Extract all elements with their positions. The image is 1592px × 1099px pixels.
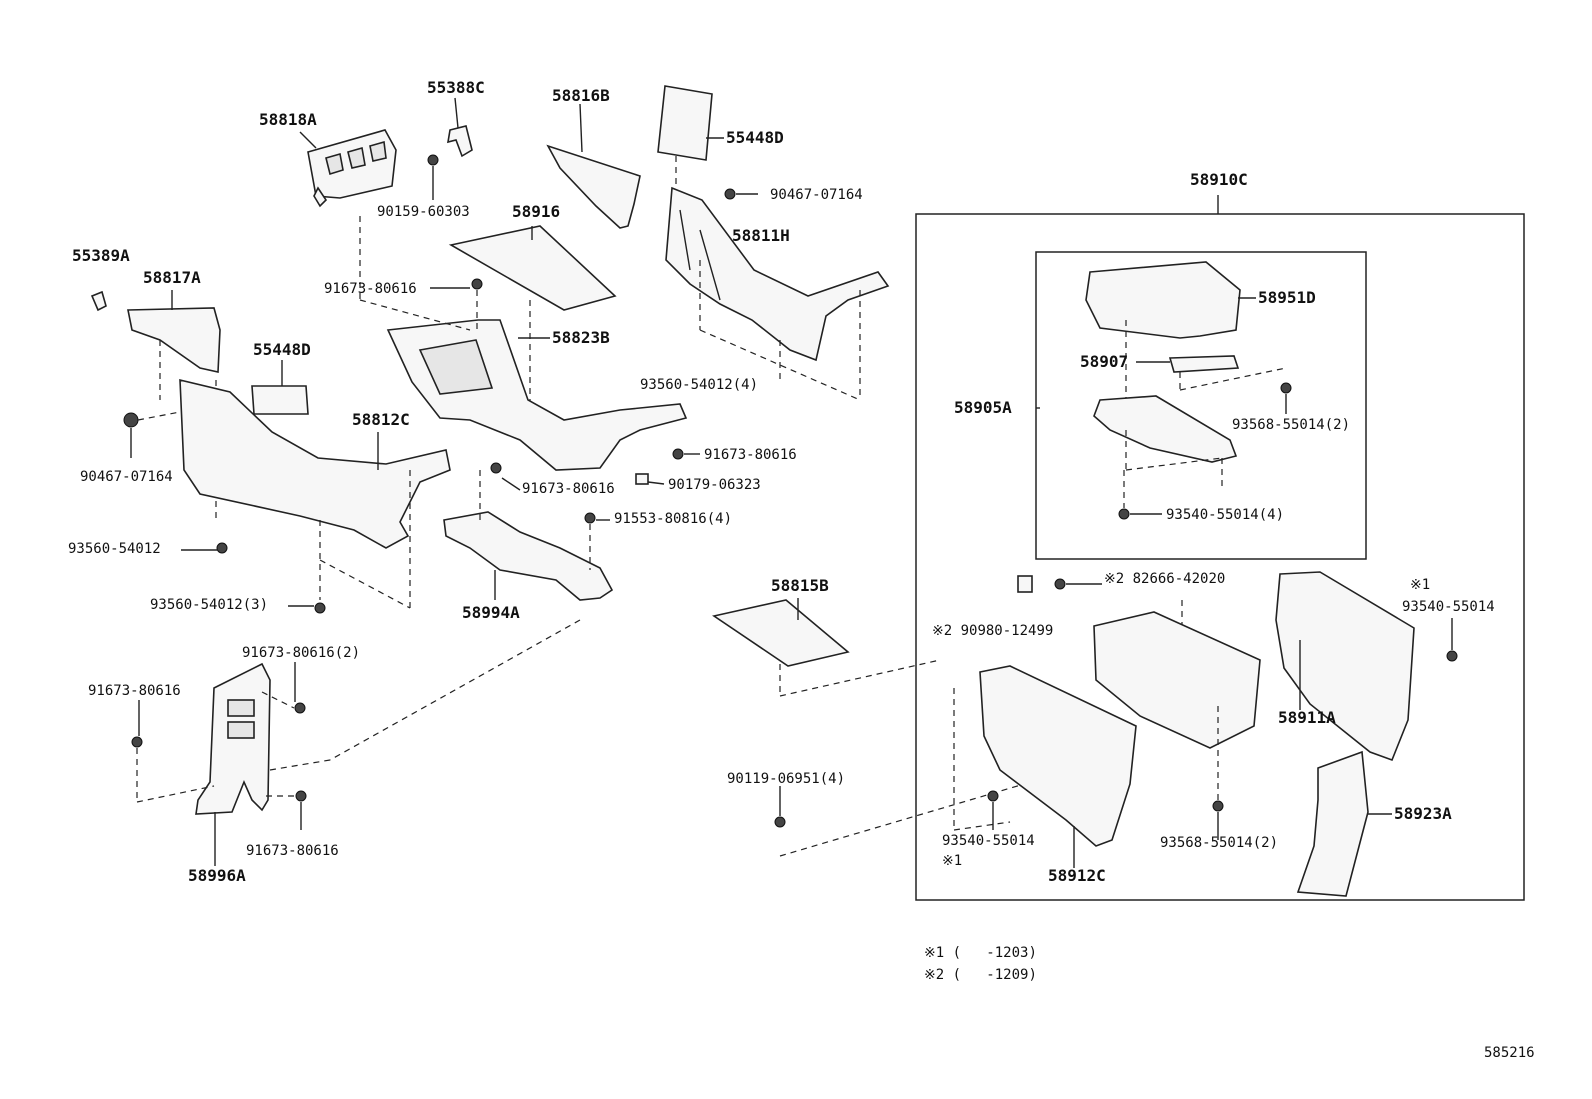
label-55388C: 55388C (427, 78, 485, 97)
label-58817A: 58817A (143, 268, 201, 287)
label-93568-55014-2-bottom: 93568-55014(2) (1160, 835, 1279, 851)
assembly-frame-58910C (915, 213, 1525, 901)
label-93560-54012-3: 93560-54012(3) (150, 597, 269, 613)
part-58912C-side-panel (979, 665, 1137, 847)
part-58815B-mat (712, 599, 850, 667)
label-58911A: 58911A (1278, 708, 1336, 727)
label-82666-42020: ※2 82666-42020 (1104, 571, 1226, 587)
footnote-2: ※2 ( -1209) (924, 967, 1037, 983)
part-58811H-side-panel (665, 186, 890, 362)
label-55448D-left: 55448D (253, 340, 311, 359)
label-58923A: 58923A (1394, 804, 1452, 823)
part-58916-mat (448, 225, 617, 311)
label-91673-80616-d: 91673-80616 (88, 683, 181, 699)
label-91673-80616-2: 91673-80616(2) (242, 645, 361, 661)
part-58905A-inner-base (1093, 395, 1238, 463)
part-58911A-side-panel (1275, 571, 1415, 762)
label-93540-55014-right: 93540-55014 (1402, 599, 1495, 615)
label-93560-54012-4: 93560-54012(4) (640, 377, 759, 393)
label-91673-80616-e: 91673-80616 (246, 843, 339, 859)
part-55448D-top-pad (657, 85, 713, 161)
label-58916: 58916 (512, 202, 561, 221)
part-55388C-clip (447, 125, 473, 158)
label-58812C: 58812C (352, 410, 410, 429)
part-58812C-console-side (179, 378, 451, 549)
label-58907: 58907 (1080, 352, 1129, 371)
label-90159-60303: 90159-60303 (377, 204, 470, 220)
label-mark1-right: ※1 (1410, 577, 1431, 593)
part-58923A-trim (1296, 750, 1369, 897)
label-93568-55014-2-top: 93568-55014(2) (1232, 417, 1351, 433)
label-58994A: 58994A (462, 603, 520, 622)
footnote-1: ※1 ( -1203) (924, 945, 1037, 961)
label-91673-80616-c: 91673-80616 (522, 481, 615, 497)
subassembly-frame-58905A (1035, 251, 1367, 560)
part-55389A-clip (90, 290, 107, 312)
label-93560-54012: 93560-54012 (68, 541, 161, 557)
label-90980-12499: ※2 90980-12499 (932, 623, 1054, 639)
label-58823B: 58823B (552, 328, 610, 347)
label-58996A: 58996A (188, 866, 246, 885)
label-93540-55014-bottom: 93540-55014 (942, 833, 1035, 849)
label-58951D: 58951D (1258, 288, 1316, 307)
label-58811H: 58811H (732, 226, 790, 245)
figure-id: 585216 (1484, 1045, 1535, 1061)
label-58815B: 58815B (771, 576, 829, 595)
label-58910C: 58910C (1190, 170, 1248, 189)
part-58818A-bezel (307, 129, 397, 208)
part-58907-hinge (1168, 355, 1240, 373)
label-90467-07164-left: 90467-07164 (80, 469, 173, 485)
label-93540-55014-4: 93540-55014(4) (1166, 507, 1285, 523)
label-58818A: 58818A (259, 110, 317, 129)
label-90467-07164-top: 90467-07164 (770, 187, 863, 203)
part-58817A-panel (127, 307, 221, 373)
label-91673-80616-a: 91673-80616 (324, 281, 417, 297)
label-90119-06951-4: 90119-06951(4) (727, 771, 846, 787)
part-55448D-left-pad (251, 385, 309, 415)
part-58823B-console-base (386, 319, 688, 471)
part-58996A-bracket (195, 662, 271, 815)
label-91553-80816-4: 91553-80816(4) (614, 511, 733, 527)
label-58816B: 58816B (552, 86, 610, 105)
label-58905A: 58905A (954, 398, 1012, 417)
label-58912C: 58912C (1048, 866, 1106, 885)
label-55389A: 55389A (72, 246, 130, 265)
label-91673-80616-b: 91673-80616 (704, 447, 797, 463)
part-console-box (1093, 611, 1261, 749)
part-58994A-bracket (443, 511, 614, 601)
label-mark1-bottom: ※1 (942, 853, 963, 869)
label-90179-06323: 90179-06323 (668, 477, 761, 493)
part-58816B-panel (546, 144, 641, 229)
part-58951D-armrest-lid (1085, 261, 1241, 339)
label-55448D-top: 55448D (726, 128, 784, 147)
